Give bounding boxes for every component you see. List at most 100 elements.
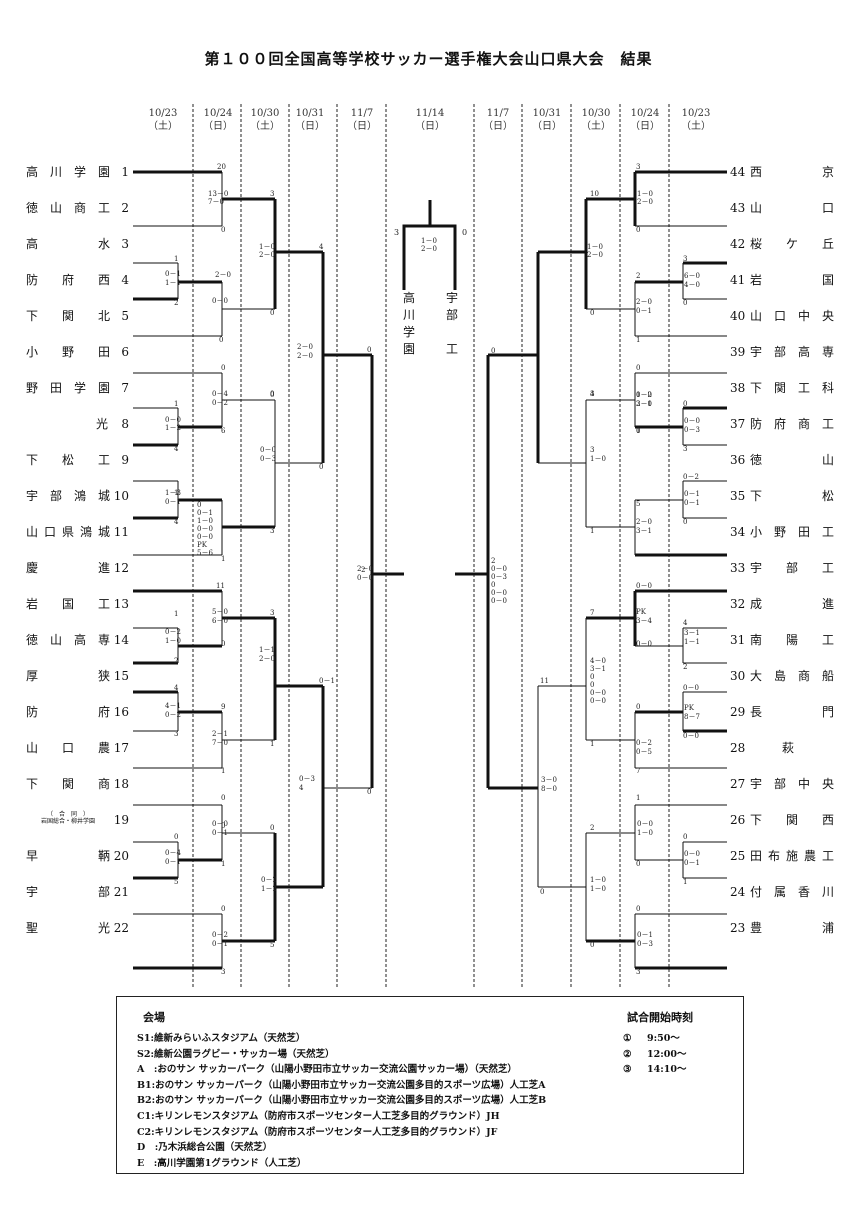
score-label: 4: [174, 684, 179, 692]
score-label: 7－0: [208, 198, 224, 206]
team-name: 大島商船: [750, 668, 834, 683]
score-label: 1: [221, 860, 225, 868]
score-label: 0－1: [212, 940, 228, 948]
score-label: 0: [270, 390, 274, 398]
score-label: 0－0: [491, 597, 507, 605]
score-label: 0: [590, 941, 594, 949]
team-number: 4: [121, 273, 129, 287]
date-header: 11/7: [487, 108, 509, 119]
team-number: 11: [114, 525, 129, 539]
score-label: 0－0: [636, 391, 652, 399]
venue-item: E :高川学園第1グラウンド（人工芝）: [137, 1157, 307, 1169]
score-label: 0－3: [684, 426, 700, 434]
score-label: 2: [590, 824, 594, 832]
score-label: 7－0: [212, 739, 228, 747]
score-label: 1－0: [587, 243, 603, 251]
team-name: 宇部工: [750, 560, 834, 575]
score-label: 0: [590, 309, 594, 317]
team-number: 21: [114, 885, 129, 899]
score-label: 0－0: [590, 689, 606, 697]
score-label: 0－0: [637, 820, 653, 828]
final-score-left: 3: [394, 228, 399, 237]
score-label: 5: [174, 878, 178, 886]
score-label: 1－0: [590, 876, 606, 884]
score-label: 6－0: [212, 617, 228, 625]
score-label: 0－3: [260, 455, 276, 463]
score-label: 0－0: [357, 574, 373, 582]
score-label: 0: [683, 299, 687, 307]
score-label: 2: [174, 657, 178, 665]
score-label: 3－0: [541, 776, 557, 784]
score-label: 0: [683, 400, 687, 408]
score-label: 3: [590, 390, 594, 398]
date-header: 10/23: [149, 108, 178, 119]
team-note: （ 合 同 ）: [47, 810, 89, 818]
team-number: 31: [730, 633, 745, 647]
team-name: 聖 光: [26, 921, 110, 935]
score-label: 2: [174, 299, 178, 307]
score-label: 11: [540, 677, 549, 685]
score-label: 3: [636, 968, 640, 976]
score-label: 4－1: [165, 702, 181, 710]
score-label: 0－0: [636, 640, 652, 648]
score-label: 1－2: [165, 424, 181, 432]
score-label: 0－0: [491, 589, 507, 597]
score-label: 5: [270, 941, 274, 949]
team-name: 防 府: [26, 704, 110, 719]
venue-item: B2:おのサン サッカーパーク（山陽小野田市立サッカー交流公園多目的スポーツ広場…: [137, 1095, 547, 1107]
score-label: 0: [636, 703, 640, 711]
score-label: 0: [683, 833, 687, 841]
score-label: 1－0: [197, 517, 213, 525]
score-label: 8－0: [541, 785, 557, 793]
score-label: 0: [636, 905, 640, 913]
team-name: 下関西: [750, 813, 834, 827]
score-label: 0: [590, 673, 594, 681]
score-label: 0－2: [165, 711, 181, 719]
score-label: 0: [367, 788, 371, 796]
score-label: 1－0: [637, 190, 653, 198]
score-label: 0－3: [299, 775, 315, 783]
team-number: 7: [121, 381, 129, 395]
score-label: 4－0: [684, 281, 700, 289]
team-number: 39: [730, 345, 745, 359]
score-label: 1－1: [684, 638, 700, 646]
team-name: 徳山商工: [26, 200, 110, 215]
score-label: 2－0: [636, 518, 652, 526]
team-number: 34: [730, 525, 746, 539]
team-number: 13: [114, 597, 129, 611]
score-label: 1－2: [261, 885, 277, 893]
score-label: 0－0: [197, 533, 213, 541]
score-label: 2－0: [259, 655, 275, 663]
score-label: 0－0: [683, 684, 699, 692]
score-label: 0－1: [165, 498, 181, 506]
final-team-left-char: 学: [403, 324, 415, 339]
team-name: 宇 部: [26, 884, 110, 899]
score-label: 1: [174, 255, 178, 263]
score-label: 3: [270, 527, 274, 535]
score-label: 2－0: [297, 343, 313, 351]
score-label: 0－2: [0, 0, 16, 2]
date-header: 11/14: [416, 108, 445, 119]
score-label: 0: [367, 346, 371, 354]
team-name: 宇部鴻城: [26, 488, 110, 503]
score-label: 0－2: [165, 628, 181, 636]
score-label: 1: [636, 427, 640, 435]
